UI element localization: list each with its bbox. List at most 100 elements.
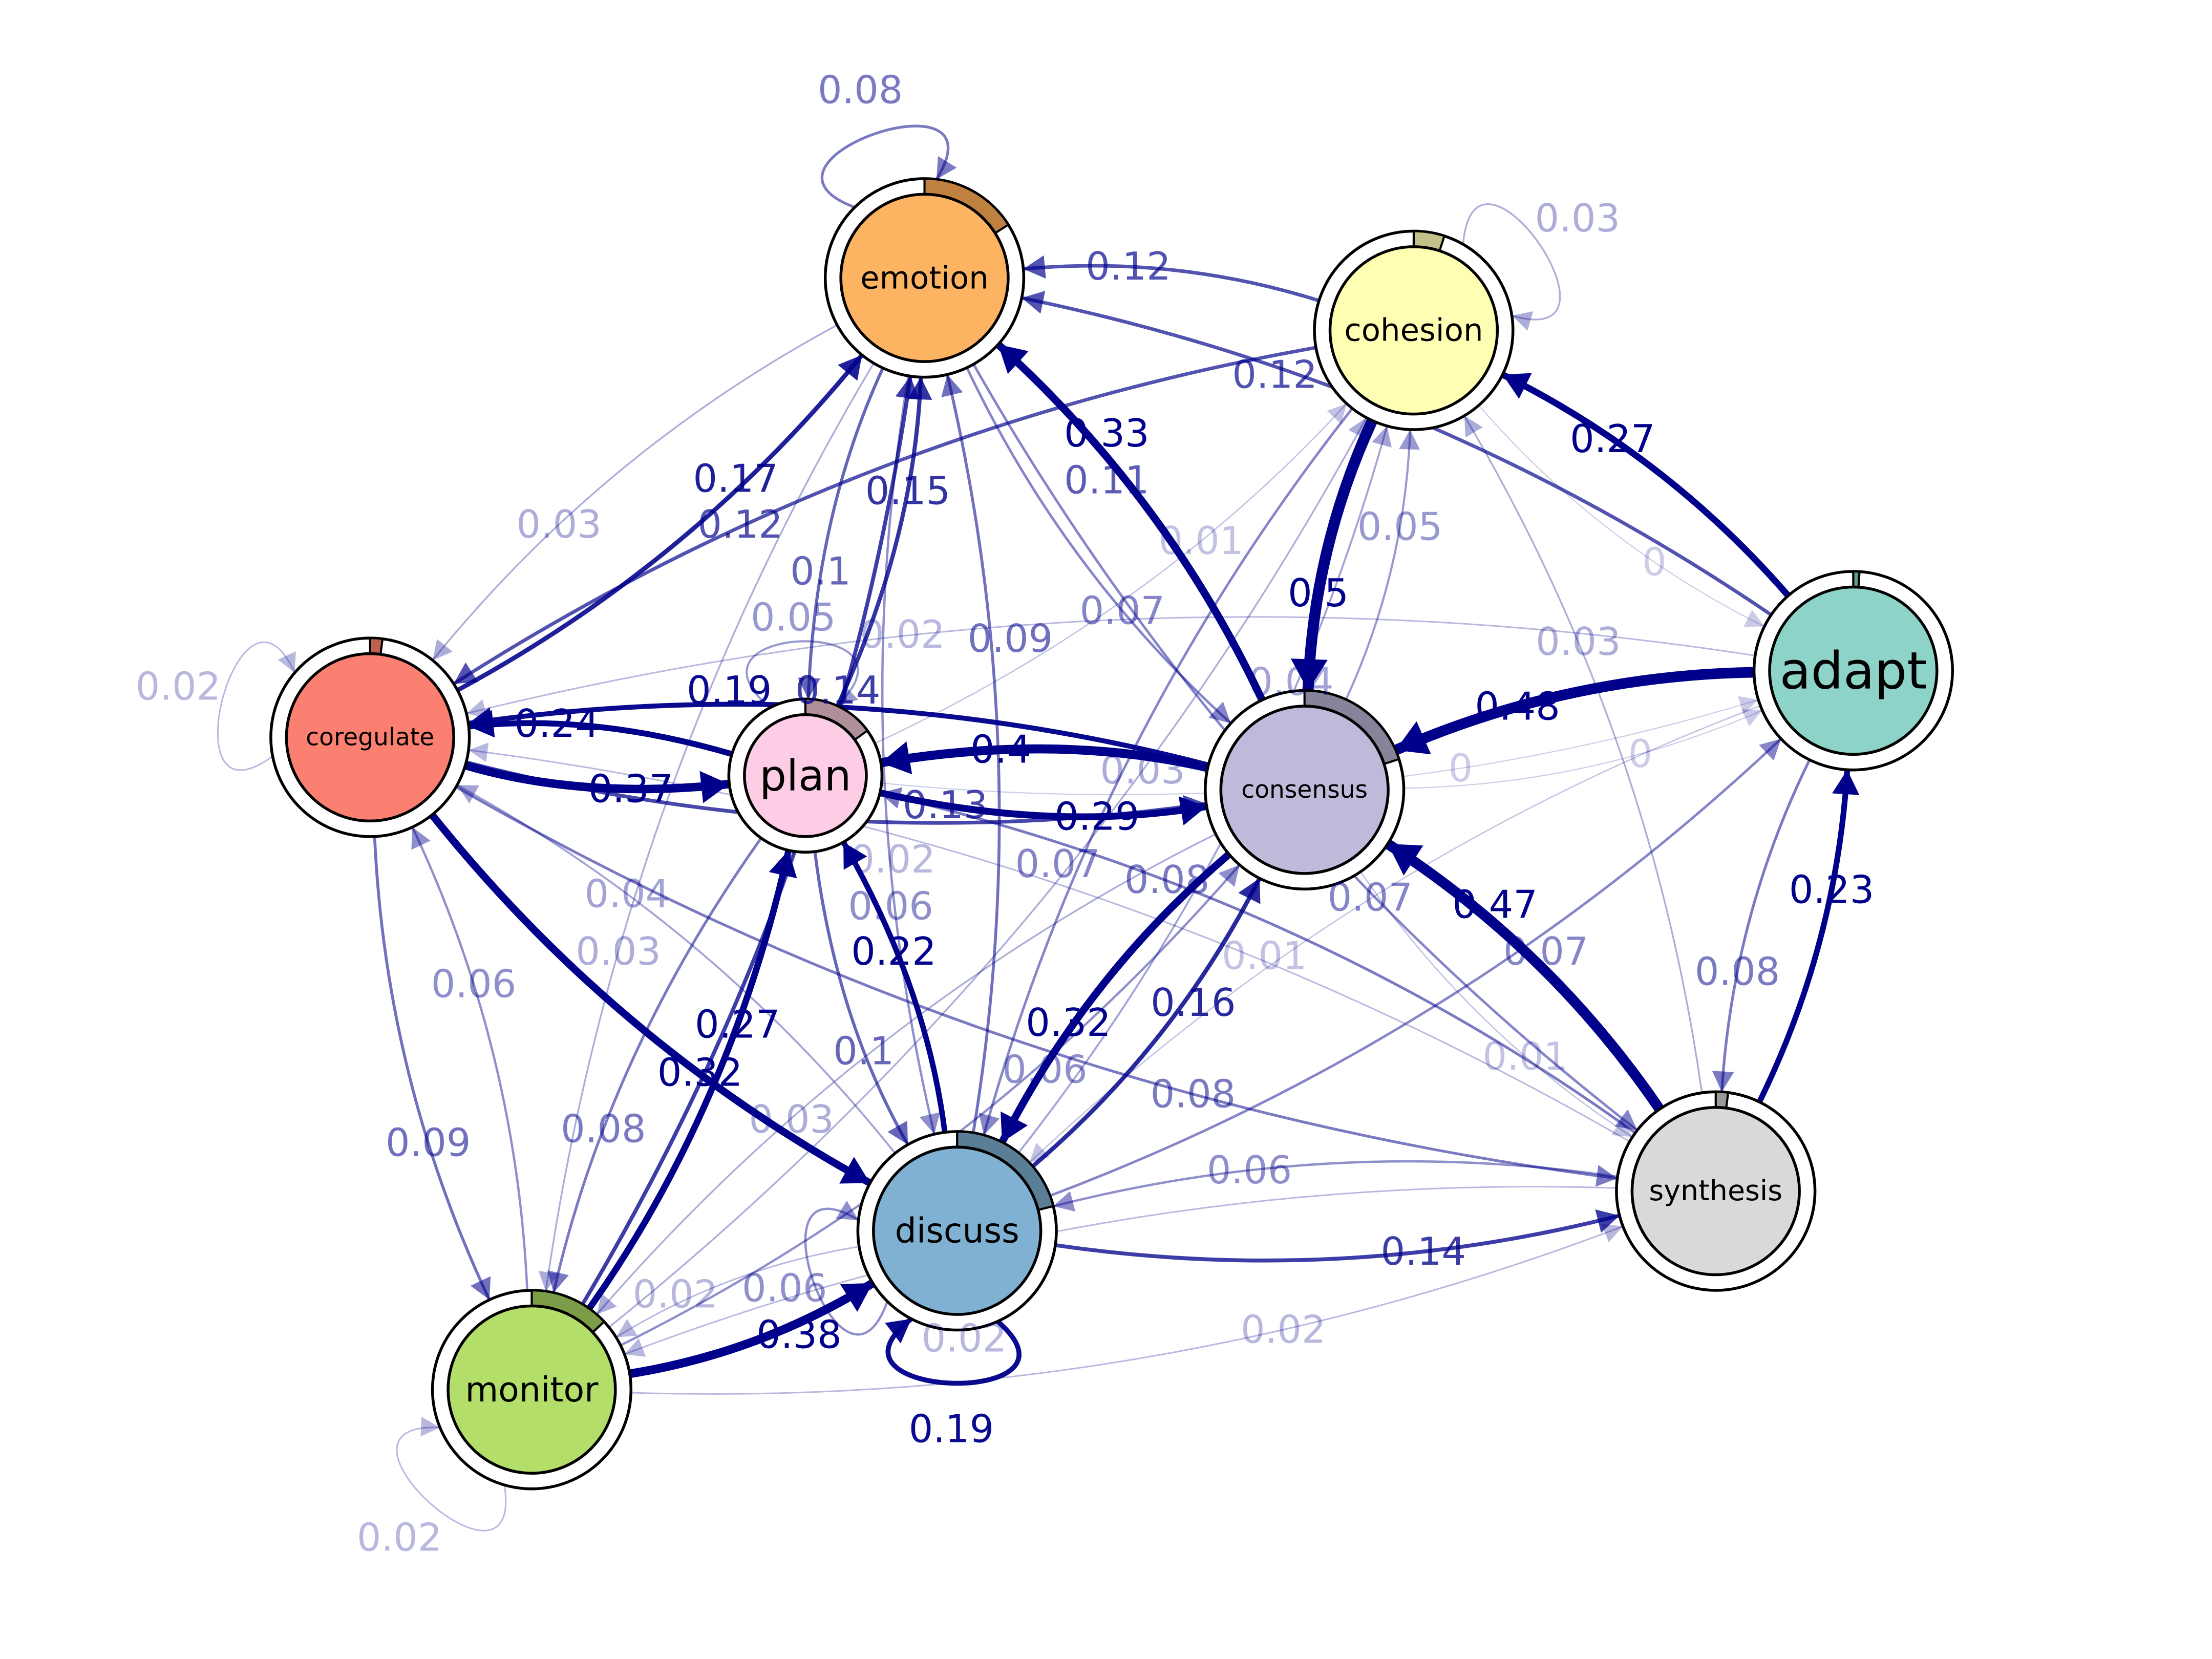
edge-weight-label: 0.06 [431, 962, 516, 1006]
arrowhead-icon [1399, 429, 1420, 450]
arrowhead-icon [1001, 1111, 1028, 1142]
edge-line [1757, 769, 1851, 1103]
edge-line [624, 1186, 1617, 1355]
edge-cohesion-to-discuss [979, 408, 1353, 1136]
edge-weight-label: 0.03 [1536, 620, 1621, 664]
edge-synthesis-to-adapt [1757, 769, 1860, 1103]
edge-weight-label: 0.32 [1026, 1001, 1111, 1045]
edge-weight-label: 0.47 [1452, 882, 1537, 927]
edge-line [1720, 759, 1811, 1092]
edge-line [468, 749, 1630, 1142]
edge-weight-label: 0.11 [1064, 458, 1149, 503]
edge-weight-label: 0.06 [1207, 1148, 1292, 1193]
edge-weight-label: 0.01 [1222, 934, 1307, 979]
edge-line [453, 346, 1316, 686]
edge-line [1462, 203, 1561, 321]
edge-line [1403, 710, 1763, 789]
arrowhead-icon [1614, 1109, 1637, 1131]
edge-weight-label: 0.08 [561, 1107, 646, 1151]
edge-line [1393, 667, 1754, 755]
edge-weight-label: 0.09 [968, 616, 1053, 661]
edge-synthesis-to-monitor [624, 1186, 1617, 1357]
edge-cohesion-to-consensus [1290, 418, 1377, 691]
edge-line [806, 367, 885, 699]
edge-coregulate-to-coregulate [217, 641, 296, 771]
edge-weight-label: 0.05 [751, 595, 836, 640]
arrowhead-icon [1327, 403, 1347, 424]
edges-layer [217, 124, 1860, 1532]
edge-line [1029, 705, 1761, 1163]
edge-line [456, 353, 864, 692]
edge-cohesion-to-cohesion [1462, 203, 1561, 331]
initial-probability-arc [1852, 570, 1861, 588]
edge-discuss-to-synthesis [1055, 1209, 1620, 1263]
arrowhead-icon [454, 662, 478, 684]
edge-weight-label: 0.12 [1086, 244, 1171, 289]
edge-line [879, 789, 1207, 820]
edge-monitor-to-emotion [581, 376, 920, 1306]
edge-weight-label: 0.06 [1002, 1047, 1087, 1092]
node-discuss[interactable]: discuss [856, 1130, 1058, 1332]
arrowhead-icon [880, 787, 903, 809]
edge-weight-label: 0.1 [790, 549, 851, 594]
edge-weight-label: 0 [1642, 540, 1667, 584]
edge-weight-label: 0.03 [1535, 196, 1620, 241]
arrowhead-icon [1738, 696, 1759, 714]
node-consensus[interactable]: consensus [1204, 689, 1406, 891]
arrowhead-icon [885, 1318, 911, 1344]
node-circle [743, 713, 868, 838]
node-coregulate[interactable]: coregulate [269, 636, 471, 838]
arrowhead-icon [1238, 878, 1261, 904]
edge-weight-label: 0.09 [386, 1120, 471, 1165]
edge-line [875, 403, 1347, 745]
edge-line [1055, 1214, 1620, 1263]
edge-weight-label: 0.14 [795, 668, 880, 713]
arrowhead-icon [895, 376, 920, 400]
node-synthesis[interactable]: synthesis [1615, 1090, 1817, 1292]
node-circle [285, 652, 455, 823]
initial-probability-arc [369, 637, 384, 656]
edge-monitor-to-monitor [396, 1416, 507, 1532]
arrowhead-icon [1388, 844, 1423, 876]
edge-weight-label: 0.03 [516, 502, 601, 547]
edge-discuss-to-discuss [804, 1200, 889, 1336]
edge-line [411, 826, 528, 1291]
edge-line [998, 851, 1231, 1144]
arrowhead-icon [979, 1113, 1000, 1135]
edge-synthesis-to-consensus [1385, 839, 1664, 1112]
edge-monitor-to-plan [586, 849, 797, 1311]
edge-line [1501, 371, 1791, 598]
initial-probability-arc [1714, 1091, 1730, 1110]
edge-weight-label: 0.05 [1357, 505, 1442, 549]
node-monitor[interactable]: monitor [431, 1289, 633, 1491]
edge-weight-label: 0.17 [693, 456, 778, 501]
edge-line [1053, 1160, 1618, 1207]
edge-synthesis-to-coregulate [468, 742, 1630, 1142]
node-cohesion[interactable]: cohesion [1313, 229, 1515, 431]
arrowhead-icon [699, 771, 730, 803]
node-label: plan [759, 751, 851, 800]
edge-weight-label: 0.23 [1789, 868, 1874, 912]
edge-weight-label: 0.02 [136, 664, 221, 709]
edge-synthesis-to-discuss [1053, 1160, 1618, 1212]
edge-weight-label: 0.04 [585, 871, 670, 916]
node-label: emotion [860, 260, 989, 296]
edge-consensus-to-monitor [596, 833, 1216, 1315]
edge-emotion-to-coregulate [432, 324, 838, 661]
edge-consensus-to-plan [880, 741, 1209, 775]
node-plan[interactable]: plan [727, 697, 884, 854]
edge-line [835, 377, 923, 707]
edge-emotion-to-emotion [820, 124, 957, 209]
edge-weight-label: 0.08 [1151, 1072, 1236, 1116]
arrowhead-icon [919, 1112, 940, 1135]
node-circle [1219, 705, 1390, 875]
node-adapt[interactable]: adapt [1752, 570, 1954, 772]
node-emotion[interactable]: emotion [823, 177, 1026, 379]
arrowhead-icon [1053, 1191, 1076, 1212]
arrowhead-icon [836, 1200, 859, 1220]
edge-weight-label: 0.14 [1381, 1229, 1466, 1274]
edge-plan-to-monitor [547, 837, 762, 1293]
edge-coregulate-to-synthesis [455, 785, 1618, 1187]
edge-line [545, 363, 875, 1292]
arrowhead-icon [1348, 417, 1367, 440]
